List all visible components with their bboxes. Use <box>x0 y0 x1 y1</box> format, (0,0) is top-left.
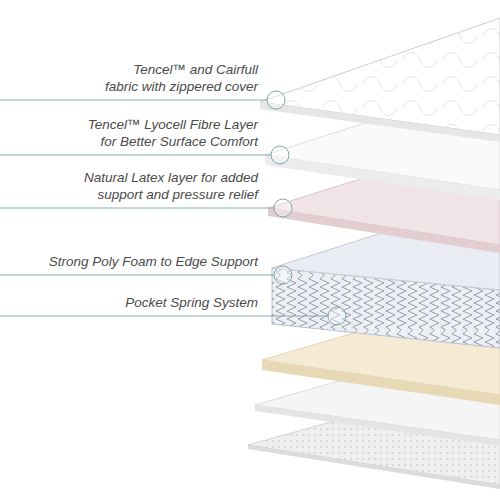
layer-label: Tencel™ and Cairfull fabric with zippere… <box>8 61 258 95</box>
layer-label: Natural Latex layer for added support an… <box>8 169 258 203</box>
grey-layer-edge <box>255 405 500 446</box>
latex-layer-edge <box>268 208 500 253</box>
cover-top <box>260 18 500 135</box>
fibre-layer-edge <box>265 155 500 200</box>
callout-circle <box>271 146 289 164</box>
callout-circle <box>328 307 346 325</box>
base-fabric-edge <box>248 445 500 489</box>
cover-edge <box>260 102 500 142</box>
leader-line <box>0 275 274 276</box>
leader-line <box>0 208 274 209</box>
callout-circle <box>274 199 292 217</box>
callout-circle <box>267 91 285 109</box>
callout-circle <box>274 266 292 284</box>
layer-label: Tencel™ Lyocell Fibre Layer for Better S… <box>8 116 258 150</box>
layer-label: Strong Poly Foam to Edge Support <box>8 253 258 270</box>
leader-line <box>0 155 271 156</box>
layer-label: Pocket Spring System <box>8 294 258 311</box>
leader-line <box>0 100 267 101</box>
foam-layer-edge <box>262 360 500 405</box>
leader-line <box>0 316 328 317</box>
